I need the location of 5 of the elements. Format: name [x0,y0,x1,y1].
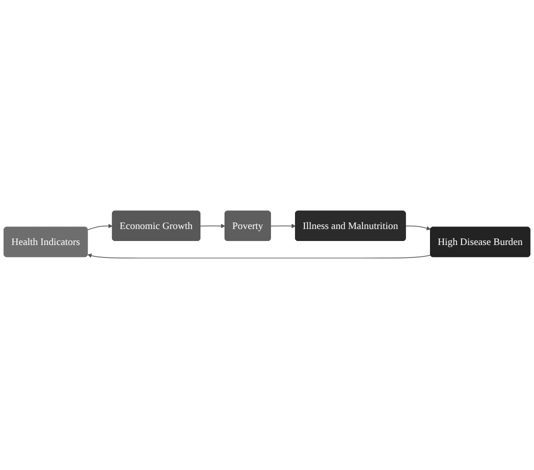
arrow [405,226,431,231]
arrow [270,224,296,229]
arrow [87,224,113,231]
arrow [200,224,226,229]
arrow [87,254,431,259]
